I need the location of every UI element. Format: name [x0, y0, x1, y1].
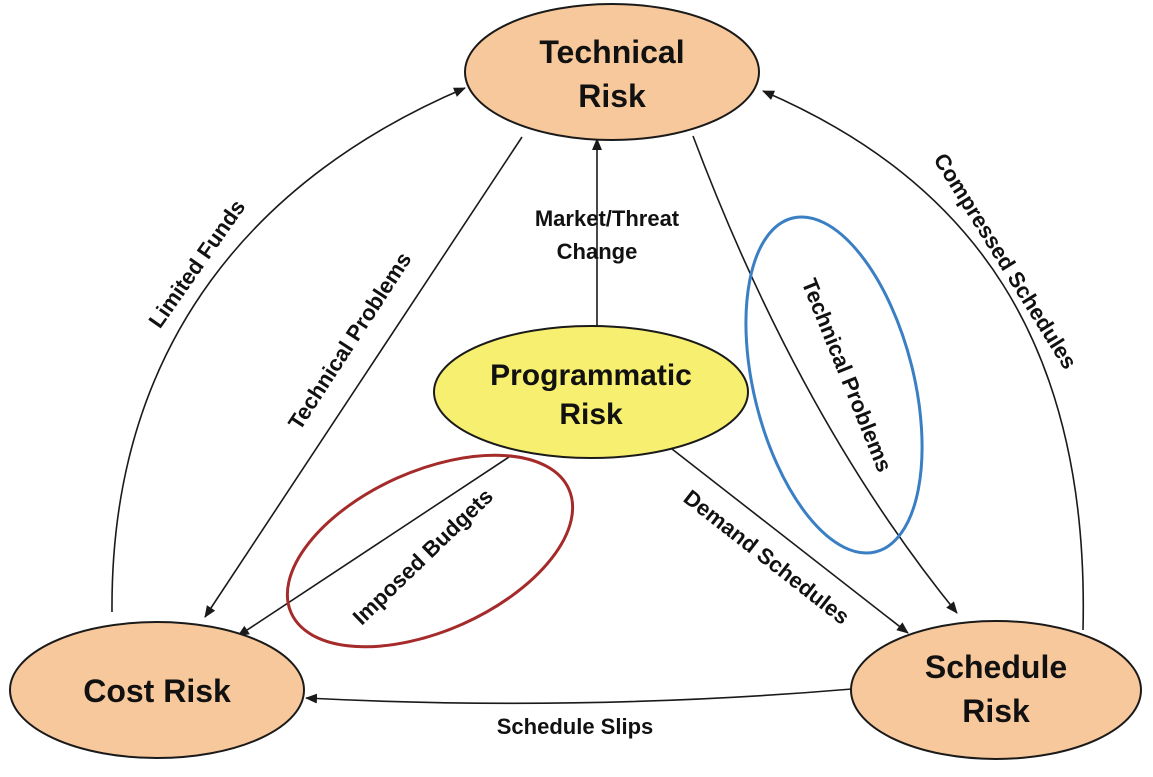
- edge-technical-problems-left: [204, 136, 523, 618]
- node-cost-risk: Cost Risk: [9, 621, 305, 759]
- label-technical-problems-left: Technical Problems: [283, 248, 416, 435]
- edge-technical-problems-right: [692, 135, 958, 614]
- label-market-threat-line1: Market/Threat: [535, 206, 680, 231]
- highlight-ellipse-red: [285, 453, 575, 649]
- technical-risk-line2: Risk: [578, 78, 646, 114]
- schedule-risk-line2: Risk: [962, 693, 1030, 729]
- programmatic-risk-line2: Risk: [559, 398, 623, 431]
- label-technical-problems-right: Technical Problems: [797, 275, 897, 476]
- technical-risk-line1: Technical: [539, 34, 684, 70]
- label-imposed-budgets: Imposed Budgets: [348, 484, 498, 630]
- label-market-threat-line2: Change: [557, 239, 638, 264]
- label-demand-schedules: Demand Schedules: [679, 485, 854, 630]
- label-limited-funds: Limited Funds: [144, 195, 251, 332]
- highlight-ellipse-blue: [744, 215, 924, 555]
- programmatic-risk-line1: Programmatic: [490, 359, 692, 392]
- cost-risk-label: Cost Risk: [83, 673, 231, 709]
- node-technical-risk: Technical Risk: [464, 3, 760, 141]
- node-schedule-risk: Schedule Risk: [850, 620, 1142, 760]
- label-compressed-schedules: Compressed Schedules: [929, 149, 1082, 374]
- label-schedule-slips: Schedule Slips: [497, 714, 654, 739]
- schedule-risk-line1: Schedule: [925, 649, 1067, 685]
- edge-schedule-slips: [305, 688, 853, 705]
- edge-limited-funds: [111, 87, 466, 613]
- edge-compressed-schedules: [762, 90, 1085, 631]
- node-programmatic-risk: Programmatic Risk: [433, 325, 749, 459]
- edge-demand-schedules: [671, 448, 909, 634]
- edge-imposed-budgets: [237, 454, 513, 637]
